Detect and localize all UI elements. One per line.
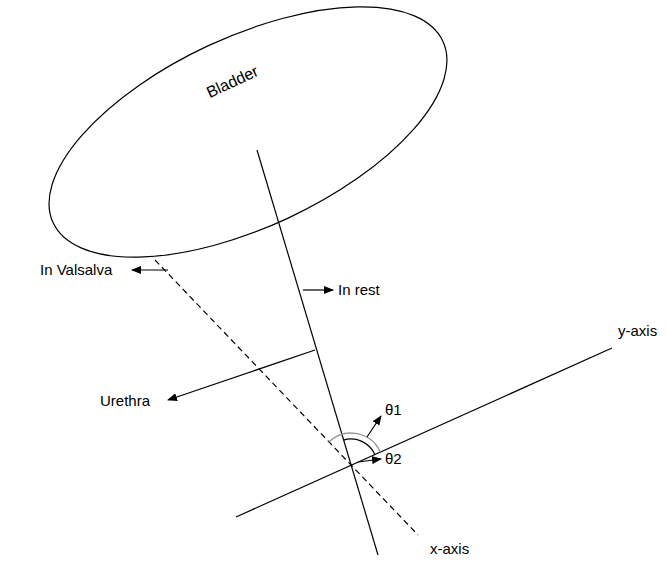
part-label: In rest	[338, 281, 380, 298]
part-label: Urethra	[100, 392, 150, 409]
part-label: In Valsalva	[40, 261, 112, 278]
part-label: θ1	[385, 401, 402, 418]
organ-name: Bladder	[204, 62, 262, 102]
leader-arrow	[303, 289, 333, 290]
leader-arrow	[358, 459, 381, 462]
angle-arc	[344, 439, 375, 454]
y-axis-line	[236, 348, 612, 517]
bladder-ellipse	[33, 0, 463, 266]
ellipse-shape	[33, 0, 463, 266]
leader-arrow	[367, 416, 381, 437]
angle-arc	[329, 433, 380, 452]
leader-arrow	[132, 269, 168, 270]
rest-line	[257, 150, 378, 555]
leader-arrow	[168, 350, 315, 400]
bladder-outline: Bladder	[33, 0, 463, 266]
part-label: y-axis	[618, 322, 657, 339]
part-label: θ2	[385, 450, 402, 467]
part-label: x-axis	[430, 540, 469, 557]
